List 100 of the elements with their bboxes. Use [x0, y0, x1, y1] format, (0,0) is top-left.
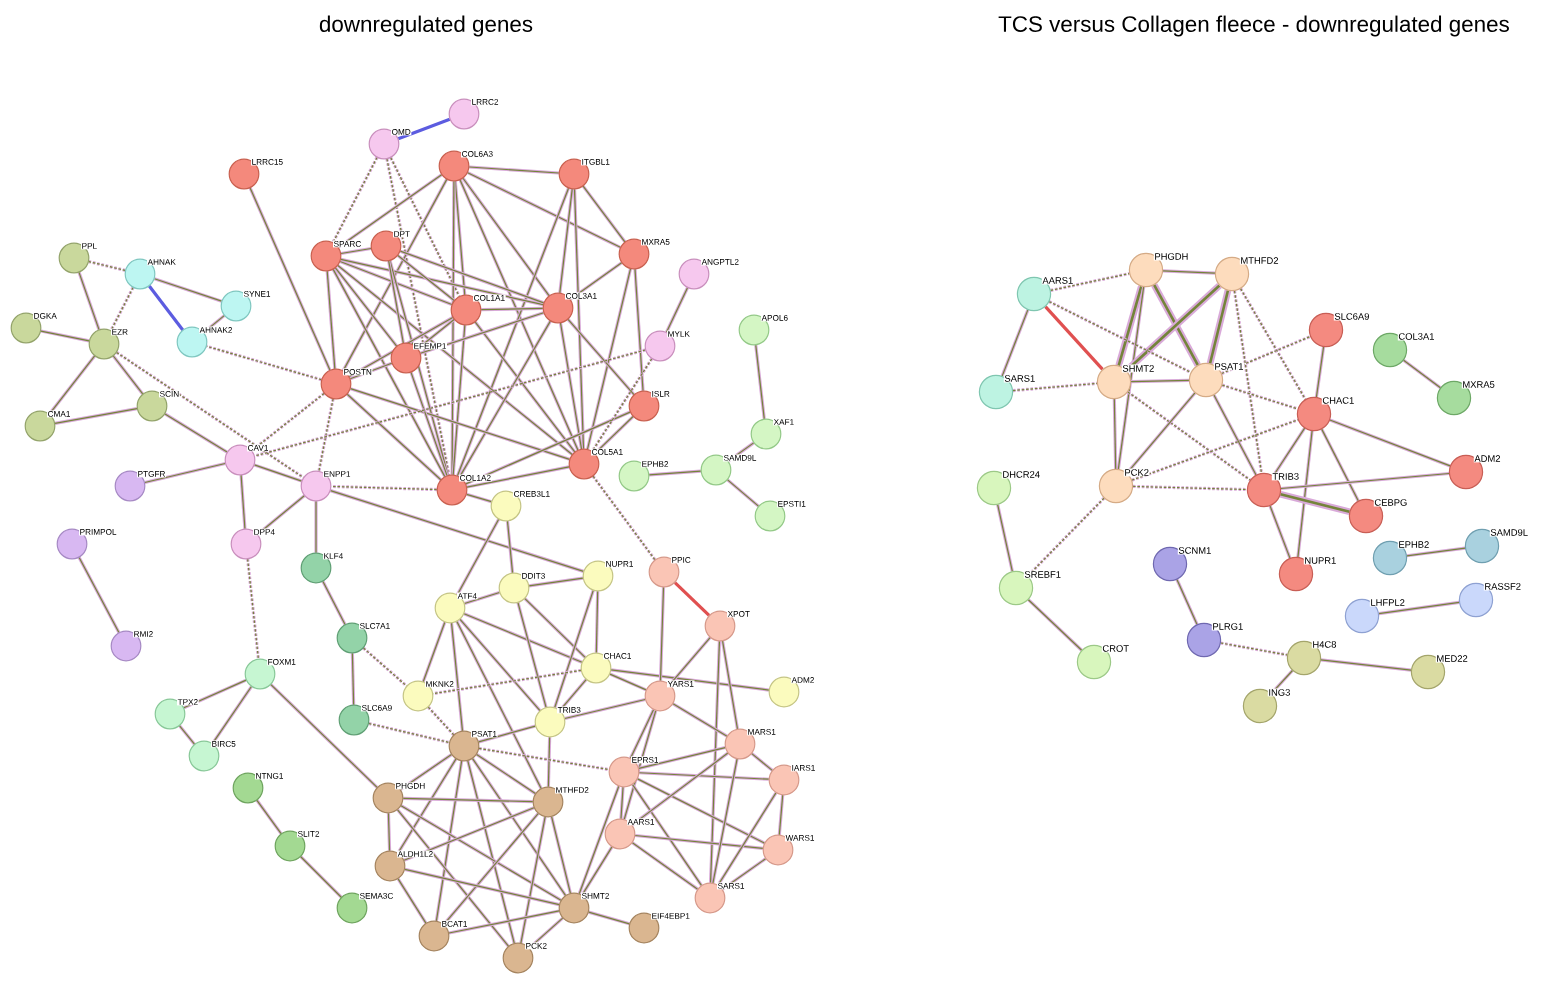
interaction-line — [1280, 471, 1450, 491]
interaction-line — [1162, 269, 1216, 275]
interaction-line — [362, 646, 408, 688]
interaction-line — [588, 910, 630, 926]
interaction-line — [254, 348, 646, 458]
interaction-line — [1268, 505, 1292, 559]
interaction-line — [409, 371, 449, 477]
interaction-line — [246, 558, 260, 660]
interaction-line — [463, 612, 583, 664]
interaction-line — [631, 783, 703, 887]
interaction-line — [633, 268, 645, 392]
interaction-line — [183, 678, 247, 710]
interaction-line — [558, 322, 584, 450]
interaction-line — [634, 833, 764, 851]
interaction-line — [404, 867, 560, 907]
interaction-line — [88, 260, 126, 272]
interaction-line — [458, 320, 552, 478]
interaction-line — [466, 760, 516, 944]
interaction-line — [594, 590, 600, 654]
interaction-line — [566, 318, 636, 396]
interaction-line — [1221, 383, 1299, 411]
interaction-line — [523, 597, 587, 659]
interaction-line — [619, 786, 625, 820]
interaction-line — [1221, 335, 1311, 375]
interaction-line — [255, 799, 283, 835]
interaction-line — [389, 156, 461, 298]
interaction-line — [1126, 390, 1252, 482]
interaction-line — [1026, 497, 1106, 577]
interaction-line — [609, 672, 647, 692]
interaction-line — [1012, 381, 1098, 393]
interaction-line — [340, 257, 544, 307]
interaction-line — [478, 724, 536, 744]
interaction-line — [397, 117, 451, 141]
interaction-line — [329, 489, 585, 573]
interaction-line — [253, 463, 303, 483]
interaction-line — [153, 277, 223, 303]
interaction-line — [164, 412, 228, 454]
interaction-line — [1124, 282, 1222, 373]
interaction-line — [348, 316, 454, 378]
interaction-line — [248, 187, 332, 371]
interaction-line — [112, 355, 144, 395]
interaction-line — [572, 188, 586, 450]
interaction-line — [48, 355, 96, 415]
interaction-line — [349, 387, 571, 461]
interaction-line — [449, 622, 465, 732]
interaction-line — [455, 620, 543, 790]
interaction-line — [109, 286, 135, 332]
interaction-line — [399, 753, 453, 791]
interaction-line — [553, 589, 595, 709]
interaction-line — [466, 465, 570, 489]
interaction-line — [1320, 658, 1412, 672]
interaction-line — [1151, 283, 1201, 367]
interaction-line — [629, 709, 655, 759]
interaction-line — [465, 492, 493, 504]
interaction-line — [77, 271, 101, 331]
interaction-line — [337, 173, 443, 249]
interaction-line — [668, 636, 712, 686]
interaction-line — [471, 757, 567, 897]
interaction-line — [996, 504, 1014, 572]
interaction-line — [40, 329, 90, 343]
interaction-line — [1044, 305, 1104, 371]
interaction-line — [349, 361, 393, 381]
interaction-line — [211, 685, 253, 745]
interaction-line — [325, 270, 337, 370]
interaction-line — [468, 165, 560, 175]
interaction-line — [1378, 600, 1460, 616]
interaction-line — [458, 179, 580, 451]
interaction-line — [581, 185, 627, 243]
interaction-line — [1329, 418, 1451, 468]
panel-title: TCS versus Collagen fleece - downregulated genes — [998, 15, 1509, 37]
interaction-line — [427, 706, 455, 736]
interaction-line — [631, 751, 729, 827]
interaction-line — [331, 268, 447, 478]
interaction-line — [115, 351, 305, 479]
interaction-line — [1116, 286, 1146, 470]
interaction-line — [269, 683, 379, 789]
interaction-line — [720, 640, 740, 730]
interaction-line — [1232, 290, 1264, 474]
interaction-line — [314, 500, 318, 554]
interaction-line — [388, 260, 450, 476]
interaction-line — [178, 724, 196, 746]
interaction-line — [672, 702, 728, 738]
interaction-line — [317, 398, 335, 472]
interaction-line — [1175, 578, 1199, 626]
interaction-line — [558, 678, 588, 712]
interaction-line — [591, 475, 657, 561]
interaction-line — [478, 746, 610, 772]
interaction-line — [450, 180, 456, 476]
interaction-line — [1000, 309, 1030, 377]
interaction-line — [1027, 598, 1083, 652]
interaction-line — [777, 794, 785, 836]
interaction-line — [386, 812, 392, 852]
interaction-line — [754, 344, 766, 420]
interaction-line — [638, 746, 726, 770]
interaction-line — [516, 602, 548, 708]
interaction-line — [1048, 300, 1192, 374]
interaction-line — [321, 580, 347, 626]
interaction-line — [1296, 430, 1314, 558]
interaction-line — [580, 846, 614, 896]
interaction-line — [665, 287, 689, 333]
